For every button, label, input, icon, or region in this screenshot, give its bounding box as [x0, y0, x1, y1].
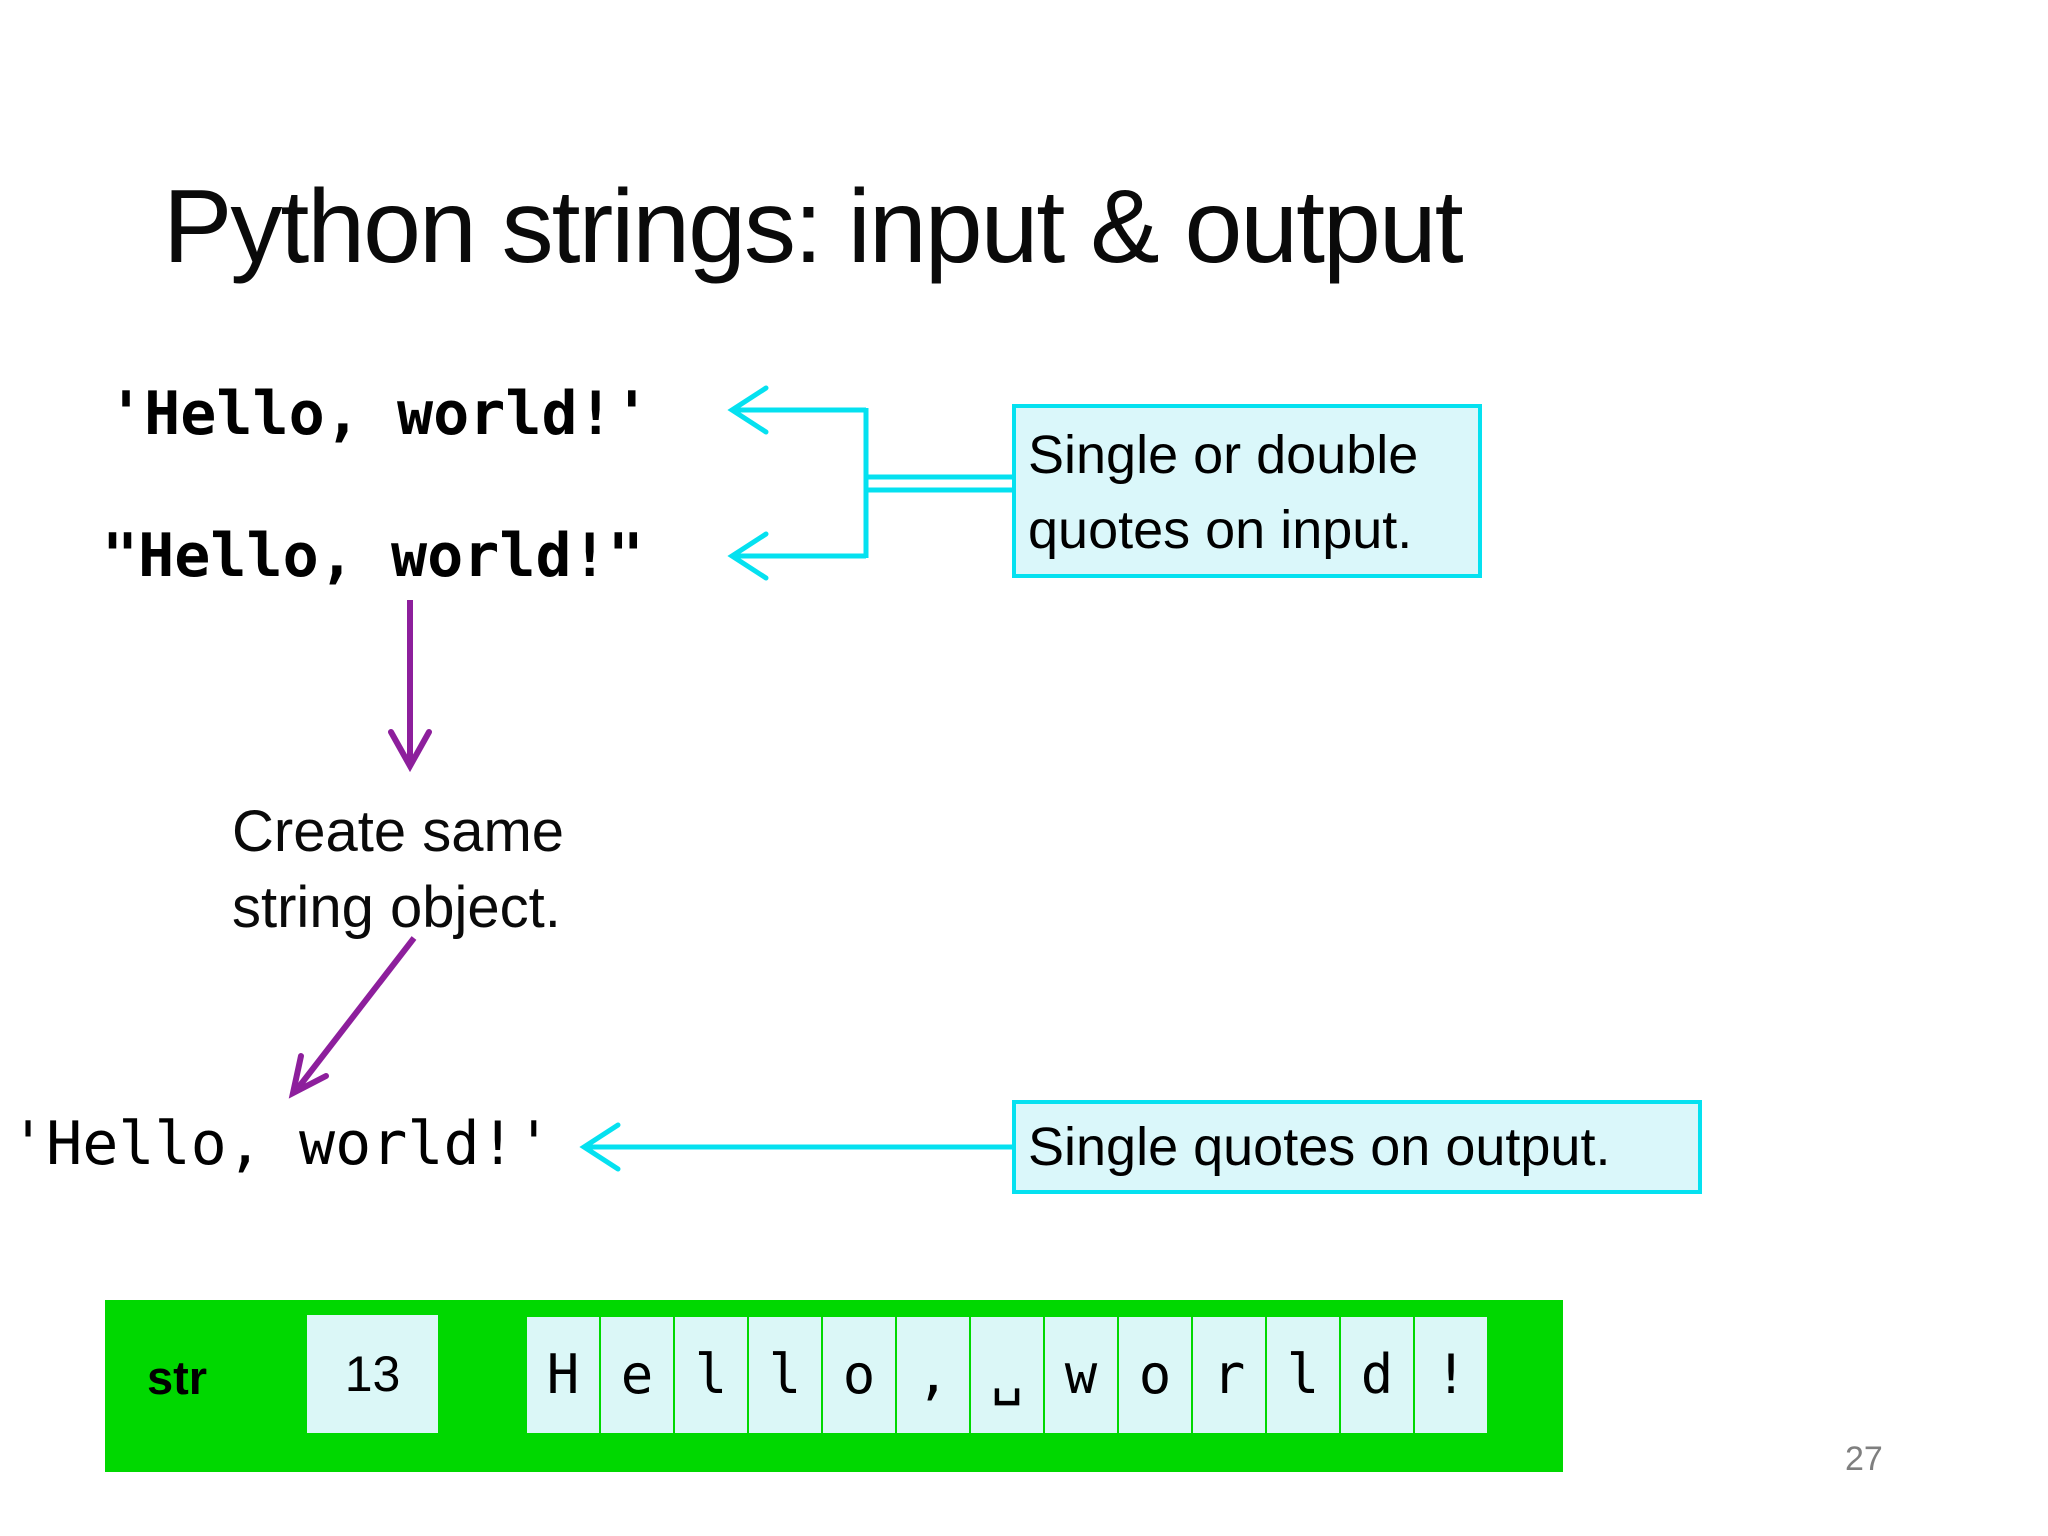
char-cell: o [1119, 1317, 1191, 1433]
memory-diagram: str 13 H e l l o , ␣ w o r l d ! [105, 1300, 1563, 1472]
callout-input-line1: Single or double [1028, 425, 1419, 485]
char-cells-row: H e l l o , ␣ w o r l d ! [527, 1317, 1487, 1433]
length-cell: 13 [307, 1315, 438, 1433]
page-number: 27 [1845, 1440, 1883, 1478]
callout-output-label: Single quotes on output. [1028, 1117, 1611, 1177]
char-cell: , [897, 1317, 969, 1433]
char-cell: r [1193, 1317, 1265, 1433]
char-cell: l [675, 1317, 747, 1433]
char-cell: H [527, 1317, 599, 1433]
char-cell: w [1045, 1317, 1117, 1433]
char-cell: o [823, 1317, 895, 1433]
purple-arrow-diagonal-shaft [295, 936, 417, 1090]
char-cell: e [601, 1317, 673, 1433]
page-title: Python strings: input & output [163, 169, 1464, 285]
callout-input-box: Single or double quotes on input. [1012, 404, 1482, 578]
type-label: str [147, 1351, 208, 1404]
cyan-arrow-bottom-head-icon [727, 531, 769, 581]
char-cell: l [749, 1317, 821, 1433]
code-input-double-quotes: "Hello, world!" [102, 521, 644, 591]
callout-output-box: Single quotes on output. [1012, 1100, 1702, 1194]
cyan-arrow-output-head-icon [579, 1122, 621, 1172]
char-cell: ␣ [971, 1317, 1043, 1433]
callout-input-line2: quotes on input. [1028, 500, 1413, 560]
char-cell: ! [1415, 1317, 1487, 1433]
char-cell: d [1341, 1317, 1413, 1433]
note-create-line2: string object. [232, 875, 561, 940]
purple-arrow-down-head-icon [388, 729, 432, 773]
cyan-arrow-top-head-icon [727, 385, 769, 435]
note-create-line1: Create same [232, 799, 565, 864]
purple-arrow-diagonal-head-icon [288, 1053, 329, 1099]
code-output: 'Hello, world!' [10, 1109, 552, 1179]
note-create-same: Create same string object. [232, 794, 564, 946]
char-cell: l [1267, 1317, 1339, 1433]
code-input-single-quotes: 'Hello, world!' [108, 379, 650, 449]
